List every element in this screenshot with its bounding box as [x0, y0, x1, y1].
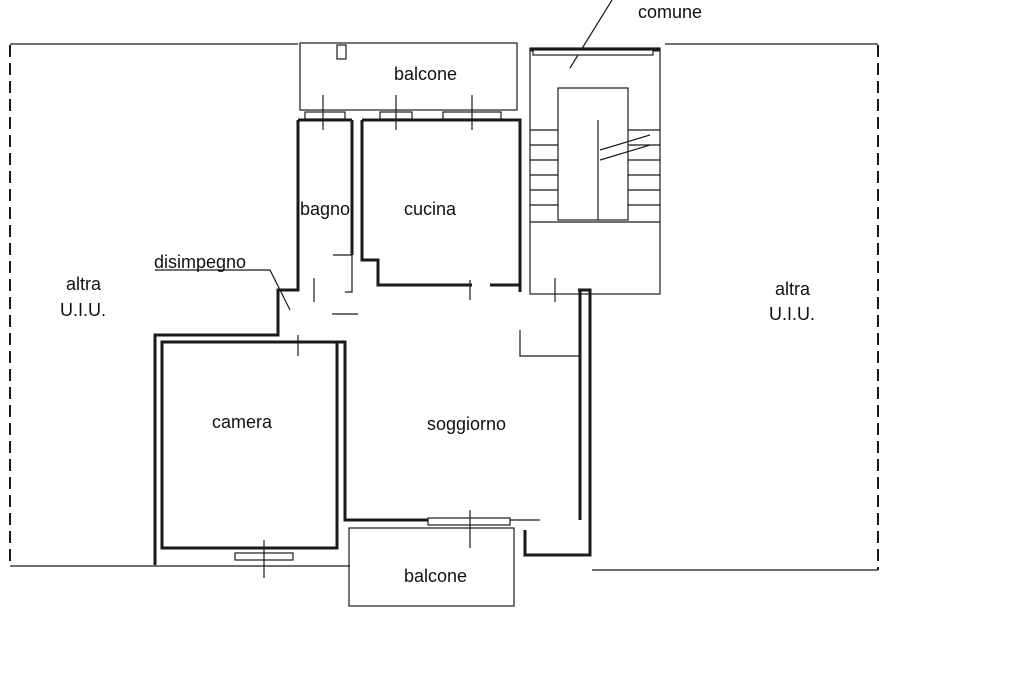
label-uiu-right: U.I.U.: [769, 304, 815, 324]
neighbor-unit-left: [9, 43, 298, 567]
windows: [234, 49, 654, 578]
common-stair: [529, 0, 661, 295]
balcony-top: [299, 42, 518, 111]
label-balcone-bottom: balcone: [404, 566, 467, 586]
label-cucina: cucina: [404, 199, 457, 219]
label-uiu-left: U.I.U.: [60, 300, 106, 320]
disimpegno-leader: [155, 269, 291, 311]
label-soggiorno: soggiorno: [427, 414, 506, 434]
neighbor-unit-right: [592, 43, 879, 571]
label-camera: camera: [212, 412, 273, 432]
label-disimpegno: disimpegno: [154, 252, 246, 272]
label-altra-left: altra: [66, 274, 102, 294]
balcony-bottom: [348, 527, 515, 607]
apartment-walls: [150, 118, 592, 567]
label-bagno: bagno: [300, 199, 350, 219]
label-altra-right: altra: [775, 279, 811, 299]
label-balcone-top: balcone: [394, 64, 457, 84]
label-comune: comune: [638, 2, 702, 22]
